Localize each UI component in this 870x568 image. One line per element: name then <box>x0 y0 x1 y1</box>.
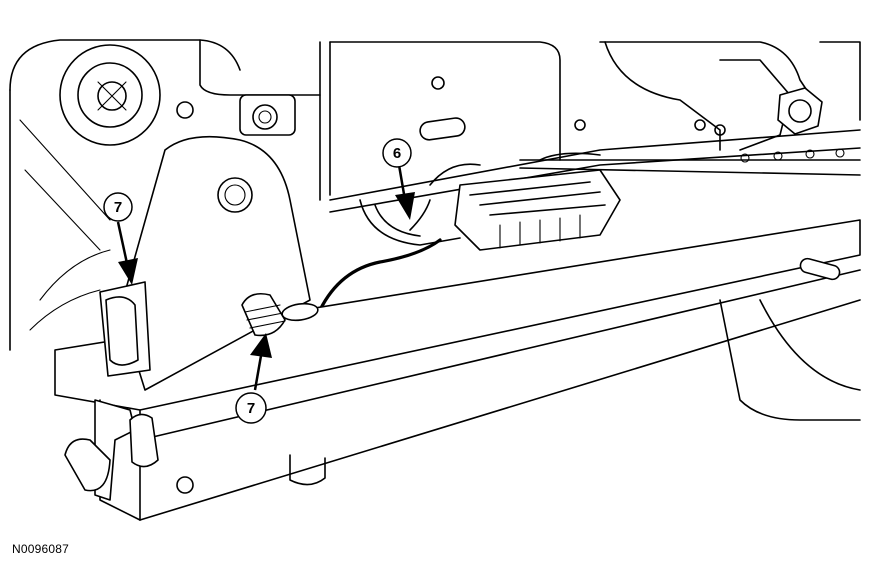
grommet-part <box>241 292 319 337</box>
figure-id: N0096087 <box>12 542 69 556</box>
arrow-head-icon <box>250 333 272 358</box>
actuator-assembly <box>429 152 621 251</box>
gear-hub <box>59 44 194 146</box>
callout-label: 7 <box>114 199 122 216</box>
callout-label: 7 <box>247 400 255 417</box>
callout-6: 6 <box>382 138 412 168</box>
upper-rail <box>329 129 861 213</box>
end-cap-part <box>99 281 151 377</box>
arrow-head-icon <box>395 192 415 220</box>
callout-label: 6 <box>393 145 401 162</box>
arrow-head-icon <box>118 258 138 285</box>
callout-arrows <box>116 164 415 391</box>
wire-harness <box>318 199 461 312</box>
right-bracket <box>574 41 823 151</box>
upper-bracket <box>239 76 466 141</box>
left-end-bracket <box>64 135 311 501</box>
background-housing <box>9 39 861 351</box>
callout-7-bottom: 7 <box>235 392 267 424</box>
callout-7-left: 7 <box>103 192 133 222</box>
